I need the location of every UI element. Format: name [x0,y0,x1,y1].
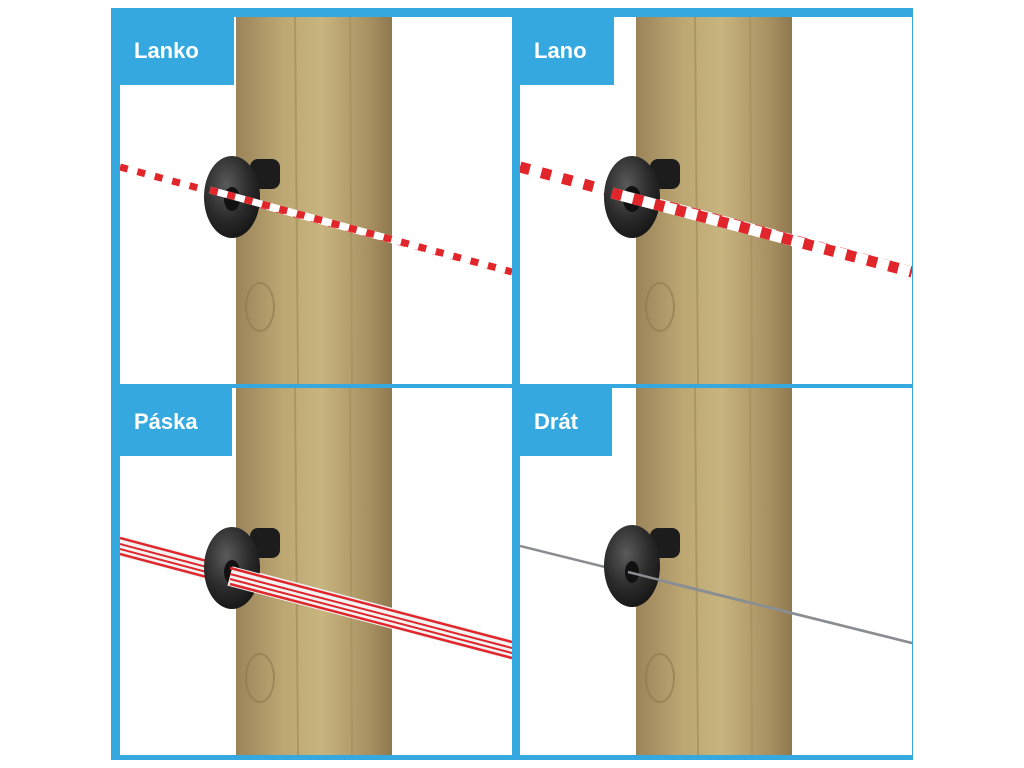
wooden-post [636,388,792,755]
ring-insulator-icon [604,525,680,607]
panel-lanko: Lanko [120,17,512,384]
panel-label: Drát [520,388,612,456]
panel-lano: Lano [520,17,912,384]
wooden-post [236,388,392,755]
panel-label: Lano [520,17,614,85]
panel-label: Lanko [120,17,234,85]
fence-post-scene [120,17,512,384]
panel-paska: Páska [120,388,512,755]
fence-post-scene [520,388,912,755]
fence-post-scene [520,17,912,384]
fence-post-scene [120,388,512,755]
panel-drat: Drát [520,388,912,755]
panel-label: Páska [120,388,232,456]
